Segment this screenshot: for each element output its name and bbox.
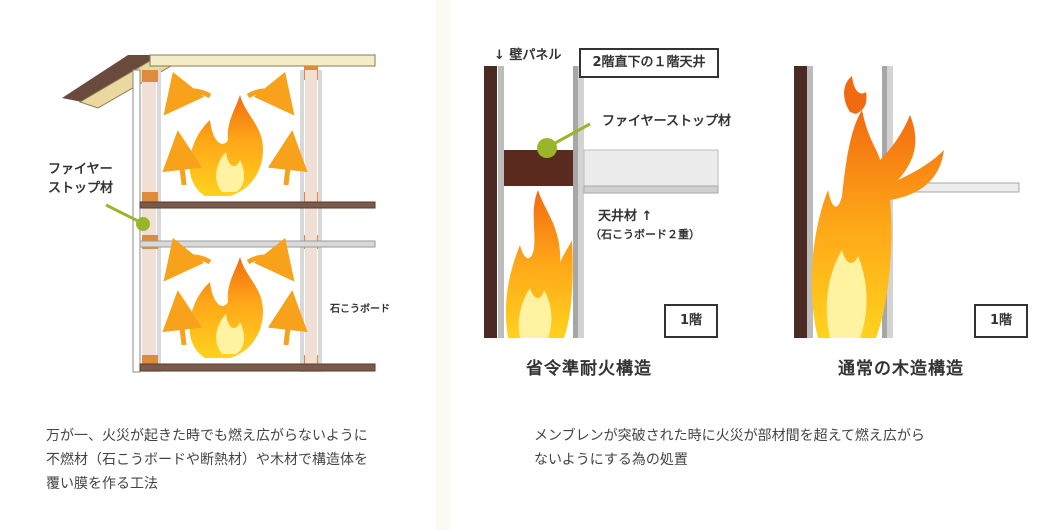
floor-badge-a: 1階	[664, 304, 718, 338]
gypsum-board-label: 石こうボード	[330, 304, 390, 315]
wall-panel-b	[794, 66, 807, 338]
fire-stop-label-line1: ファイヤー	[48, 162, 113, 177]
upper-fire	[162, 71, 308, 196]
second-floor-label-box: 2階直下の１階天井	[579, 48, 719, 78]
left-caption: 万が一、火災が起きた時でも燃え広がらないように 不燃材（石こうボードや断熱材）や…	[46, 424, 368, 496]
second-floor-label: 2階直下の１階天井	[592, 55, 706, 70]
right-caption-line: メンブレンが突破された時に火災が部材間を超えて燃え広がら	[534, 428, 925, 444]
ground-sill	[139, 363, 376, 372]
interior-partition	[305, 70, 317, 372]
left-caption-line: 覆い膜を作る工法	[46, 476, 158, 492]
floor-badge-a-text: 1階	[679, 313, 703, 328]
floor-badge-b-text: 1階	[989, 313, 1013, 328]
left-caption-line: 不燃材（石こうボードや断熱材）や木材で構造体を	[46, 452, 368, 468]
floor-badge-b: 1階	[974, 304, 1028, 338]
title-normal-wood: 通常の木造構造	[838, 359, 964, 379]
title-semi-fireproof: 省令準耐火構造	[526, 359, 652, 379]
house-section-diagram	[62, 54, 376, 373]
right-caption-line: ないようにする為の処置	[534, 452, 688, 468]
ceiling-joist	[139, 240, 376, 248]
fire-stop-label-right: ファイヤーストップ材	[602, 114, 731, 129]
floor-joist	[139, 201, 376, 209]
wall-panel-a	[484, 66, 497, 338]
fire-stop-marker	[136, 217, 150, 231]
fire-stop-pointer-line	[105, 203, 141, 224]
lower-fire	[162, 237, 308, 358]
gypsum-board-wall	[157, 70, 161, 372]
semi-fireproof-diagram	[484, 66, 719, 338]
fire-stop-label: ファイヤー ストップ材	[48, 160, 113, 198]
right-caption: メンブレンが突破された時に火災が部材間を超えて燃え広がら ないようにする為の処置	[534, 424, 925, 472]
right-panel: ↓ 壁パネル 2階直下の１階天井 ファイヤーストップ材 天井材 ↑ （石こうボー…	[450, 0, 1060, 530]
ceiling-sub-label: （石こうボード２重）	[590, 228, 700, 241]
wall-panel-label: ↓ 壁パネル	[494, 48, 562, 63]
normal-wood-diagram	[794, 66, 1020, 338]
ceiling-board-a	[583, 149, 719, 187]
flame-a	[505, 190, 573, 338]
ceiling-label: 天井材 ↑	[598, 209, 653, 224]
fire-stop-block	[504, 150, 573, 186]
fire-stop-marker-a	[537, 138, 557, 158]
left-panel: ファイヤー ストップ材 石こうボード 万が一、火災が起きた時でも燃え広がらないよ…	[0, 0, 436, 530]
comparison-diagram	[484, 66, 1020, 338]
left-caption-line: 万が一、火災が起きた時でも燃え広がらないように	[46, 428, 368, 444]
roof	[62, 54, 376, 109]
fire-stop-label-line2: ストップ材	[48, 181, 114, 196]
